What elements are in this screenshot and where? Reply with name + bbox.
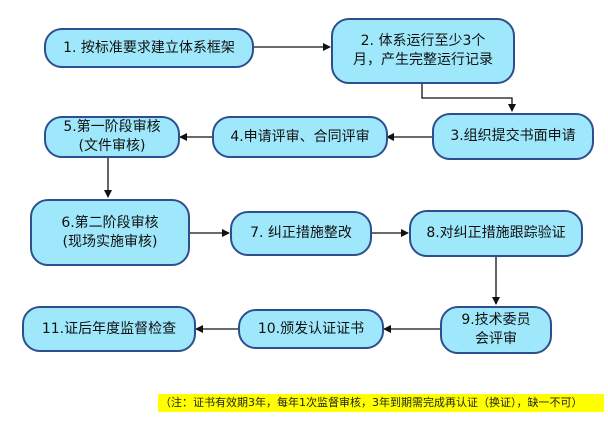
step-10-node: 10.颁发认证证书 xyxy=(238,309,384,349)
certificate-validity-note: （注：证书有效期3年，每年1次监督审核，3年到期需完成再认证（换证），缺一不可） xyxy=(158,394,604,412)
step-3-node: 3.组织提交书面申请 xyxy=(432,113,594,160)
step-8-node: 8.对纠正措施跟踪验证 xyxy=(409,210,583,257)
step-6-node: 6.第二阶段审核 (现场实施审核) xyxy=(30,199,190,266)
step-7-node: 7. 纠正措施整改 xyxy=(230,211,372,256)
step-1-node: 1. 按标准要求建立体系框架 xyxy=(44,28,254,68)
step-11-node: 11.证后年度监督检查 xyxy=(22,306,196,352)
step-9-node: 9.技术委员 会评审 xyxy=(440,306,552,354)
step-5-node: 5.第一阶段审核 (文件审核) xyxy=(44,116,180,158)
arrow-2-to-3 xyxy=(421,83,516,112)
step-2-node: 2. 体系运行至少3个 月，产生完整运行记录 xyxy=(331,18,515,84)
step-4-node: 4.申请评审、合同评审 xyxy=(212,116,388,158)
